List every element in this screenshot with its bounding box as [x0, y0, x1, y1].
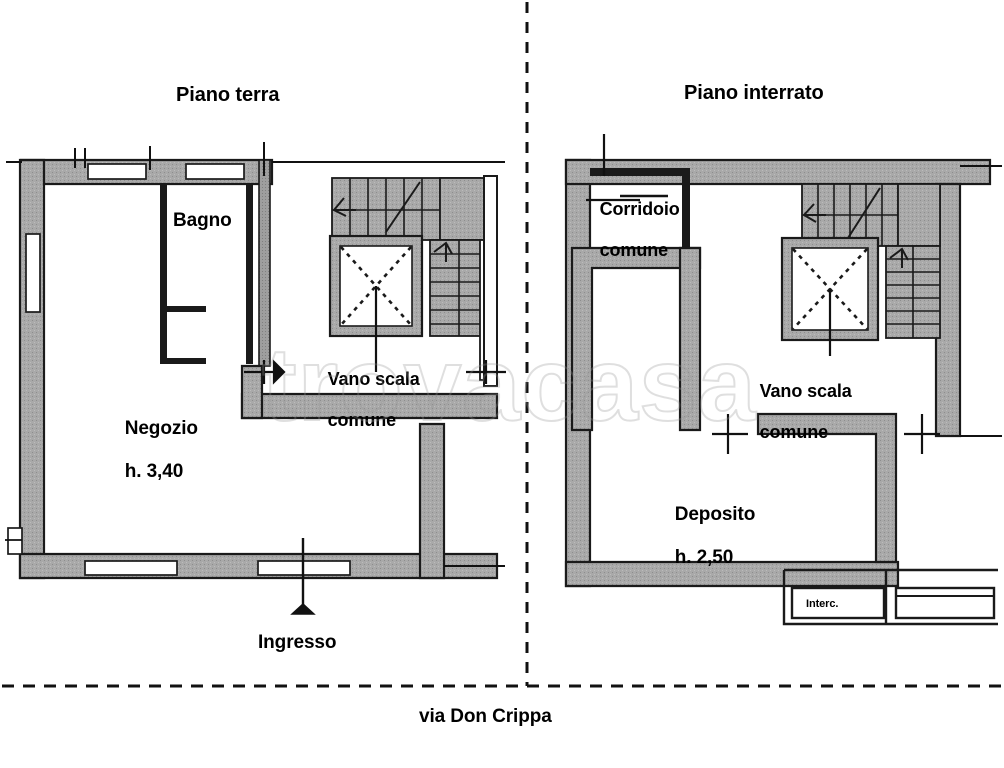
- outer-bottom-wall: [564, 560, 900, 588]
- party-wall-right: [483, 175, 498, 387]
- room-height-deposito: h. 2,50: [674, 546, 734, 568]
- stair-landing: [897, 183, 941, 247]
- pi-deposito-walls: [756, 412, 898, 564]
- plan-title-piano-terra: Piano terra: [176, 84, 280, 106]
- corridoio-line2: comune: [599, 239, 669, 260]
- window-opening: [87, 163, 147, 180]
- corridoio-top-wall: [590, 168, 690, 176]
- stair-direction-arrow: [802, 187, 881, 239]
- label-intercapedine: Interc.: [806, 598, 839, 610]
- pt-top-windows: [87, 163, 245, 180]
- stair-direction-arrow-2: [889, 247, 909, 268]
- pi-intercapedine: [782, 568, 998, 626]
- pt-exterior-lines: [272, 161, 505, 567]
- stair-treads-lower: [430, 240, 488, 336]
- deposito-inner-wall: [678, 246, 702, 432]
- interc-box: [790, 586, 886, 620]
- lift-shaft-cross: [792, 248, 868, 330]
- room-height-negozio: h. 3,40: [124, 460, 184, 482]
- stairwell-left-wall: [240, 364, 264, 420]
- pt-stairwell-block: [240, 175, 499, 420]
- partition-wall: [160, 306, 206, 312]
- pi-corridoio-walls: [570, 168, 702, 432]
- pi-dimension-ticks: [586, 134, 940, 454]
- sheet-dividers: [2, 2, 1002, 688]
- pt-dimension-ticks: [6, 142, 265, 176]
- room-name-negozio: Negozio: [124, 417, 198, 439]
- plan-piano-terra: [5, 142, 506, 615]
- pt-ingresso-marker: [290, 538, 316, 615]
- stair-landing: [439, 177, 489, 241]
- wall-niche: [7, 527, 23, 555]
- vano-scala-r-line2: comune: [759, 421, 829, 442]
- door-swing-arrow: [272, 359, 286, 385]
- stair-direction-arrow-2: [433, 241, 453, 262]
- corridoio-right-wall: [682, 168, 690, 250]
- room-label-deposito: Deposito h. 2,50: [654, 482, 756, 590]
- room-name-deposito: Deposito: [674, 503, 756, 525]
- room-label-corridoio-comune: Corridoio comune: [580, 178, 680, 281]
- room-label-vano-scala-terra: Vano scala comune: [308, 348, 420, 451]
- plan-title-piano-interrato: Piano interrato: [684, 82, 824, 104]
- partition-wall: [246, 184, 253, 364]
- room-label-negozio: Negozio h. 3,40: [104, 396, 198, 504]
- street-label: via Don Crippa: [419, 706, 552, 727]
- partition-wall: [160, 184, 167, 312]
- vano-scala-r-line1: Vano scala: [759, 380, 852, 401]
- corridoio-line1: Corridoio: [599, 198, 680, 219]
- window-opening-left: [25, 233, 41, 313]
- label-ingresso: Ingresso: [258, 632, 337, 653]
- stair-direction-arrow: [332, 181, 421, 233]
- stair-treads-lower: [886, 246, 940, 338]
- outer-top-wall: [564, 158, 992, 186]
- vano-scala-line2: comune: [327, 409, 397, 430]
- partition-wall: [160, 358, 206, 364]
- partition-wall: [160, 306, 167, 364]
- stair-treads-upper: [802, 184, 899, 246]
- pi-stairwell-block: [780, 183, 941, 356]
- deposito-l-wall: [756, 412, 898, 564]
- plan-piano-interrato: [564, 134, 1002, 626]
- shopfront-window: [84, 560, 178, 576]
- vano-scala-line1: Vano scala: [327, 368, 420, 389]
- room-label-vano-scala-interrato: Vano scala comune: [740, 360, 852, 463]
- room-label-bagno: Bagno: [173, 210, 232, 231]
- pt-door-markers: [244, 359, 506, 385]
- pi-exterior-lines: [960, 165, 1002, 437]
- party-wall: [258, 159, 271, 367]
- window-opening: [185, 163, 245, 180]
- entrance-arrow-icon: [290, 603, 316, 615]
- interc-box-2: [894, 586, 996, 620]
